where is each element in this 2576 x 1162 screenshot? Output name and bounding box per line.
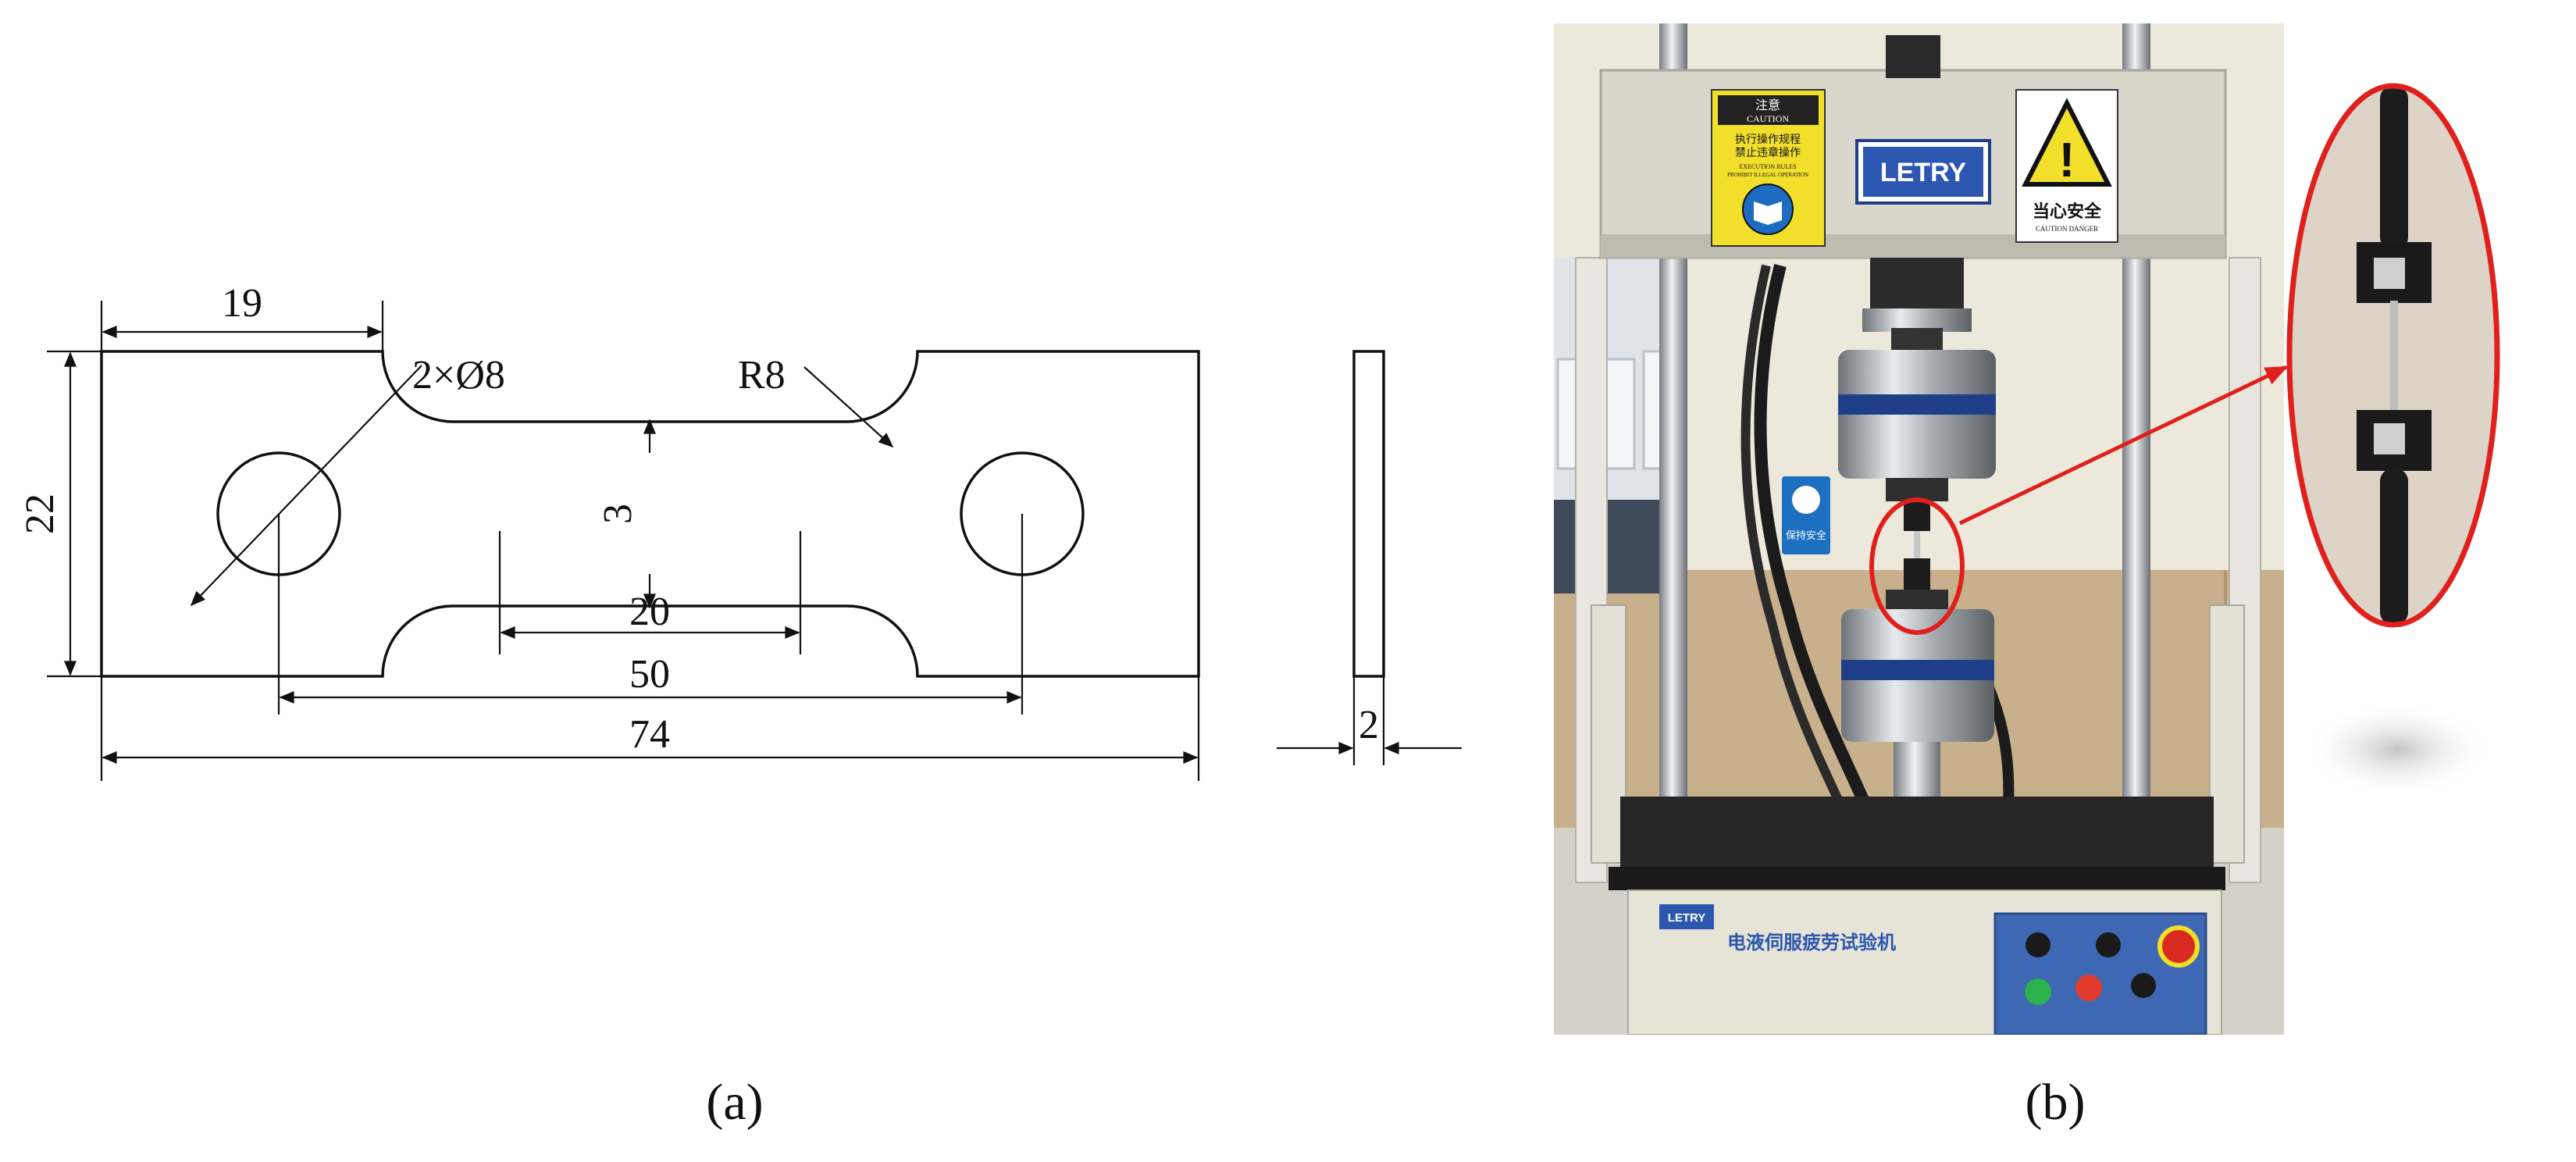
desk-row [1554,500,1679,593]
left-actuator-tube [1591,604,1626,864]
dim-radius-label: R8 [738,353,786,397]
zoom-specimen [2390,301,2398,414]
warning-cn: 当心安全 [2033,201,2102,221]
panel-a-caption: (a) [706,1074,763,1131]
lower-grip [1904,558,1930,593]
zoom-arrow [1958,365,2289,526]
dim-2-label: 2 [1359,703,1379,747]
dim-22-label: 22 [18,494,62,534]
top-crosshead-shade [1601,234,2225,258]
top-cap [1886,35,1940,78]
safety-sign-icon [1792,486,1820,514]
panel-b-caption: (b) [2026,1074,2086,1131]
warning-triangle-icon [2022,98,2112,187]
panel-a-drawing [47,301,1462,781]
letry-logo-text: LETRY [1880,158,1967,187]
zoom-inset-border [2286,83,2500,628]
dim-radius-leader [803,366,894,448]
base-logo [1659,904,1714,929]
caution-title-en: CAUTION [1747,113,1789,124]
zoom-rod-lower [2380,469,2408,625]
base-table [1620,797,2214,875]
hydraulic-hose-1 [1754,264,1880,830]
load-cell [1870,258,1964,312]
dim-holes-leader [190,365,422,607]
dim-19-label: 19 [222,281,262,326]
base-label: 电液伺服疲劳试验机 [1727,932,1896,953]
caution-line-cn-2: 禁止违章操作 [1735,146,1801,159]
hydraulic-hose-2 [1740,264,1855,830]
dim-50-label: 50 [629,652,670,697]
caution-title-cn: 注意 [1755,98,1780,112]
dim-3-label: 3 [596,504,640,524]
knob-1 [2026,932,2050,957]
zoom-rod-upper [2380,86,2408,250]
red-button [2075,975,2102,1001]
base-logo-text: LETRY [1668,911,1706,925]
svg-text:!: ! [2059,134,2075,187]
specimen-highlight-ellipse [1869,497,1965,635]
dim-holes-label: 2×Ø8 [412,353,505,397]
right-actuator-tube [2209,604,2245,864]
upper-grip [1904,500,1930,531]
panel-a-labels: 19 22 2×Ø8 R8 3 20 50 74 2 [18,281,1379,757]
panel-b-photo: 保持安全 注意 CAUTION 执行操作规程 禁止违章操作 EXECUTION … [1554,23,2284,1035]
knob-2 [2096,932,2121,957]
thickness-side-view [1352,350,1385,678]
caution-line-en-2: PROHIBIT ILLEGAL OPERATION [1727,172,1808,178]
book-icon [1754,201,1782,225]
caution-line-cn-1: 执行操作规程 [1735,134,1801,146]
caution-label-header [1718,95,1819,125]
safety-sign-text: 保持安全 [1786,529,1826,541]
green-button [2025,978,2051,1005]
zoom-inset [2286,83,2500,797]
knob-3 [2131,973,2156,998]
emergency-stop-button [2157,925,2200,968]
caution-line-en-1: EXECUTION RULES [1739,163,1796,170]
warning-en: CAUTION DANGER [2036,225,2098,233]
dim-74-label: 74 [629,712,670,757]
dim-20-label: 20 [629,590,670,634]
